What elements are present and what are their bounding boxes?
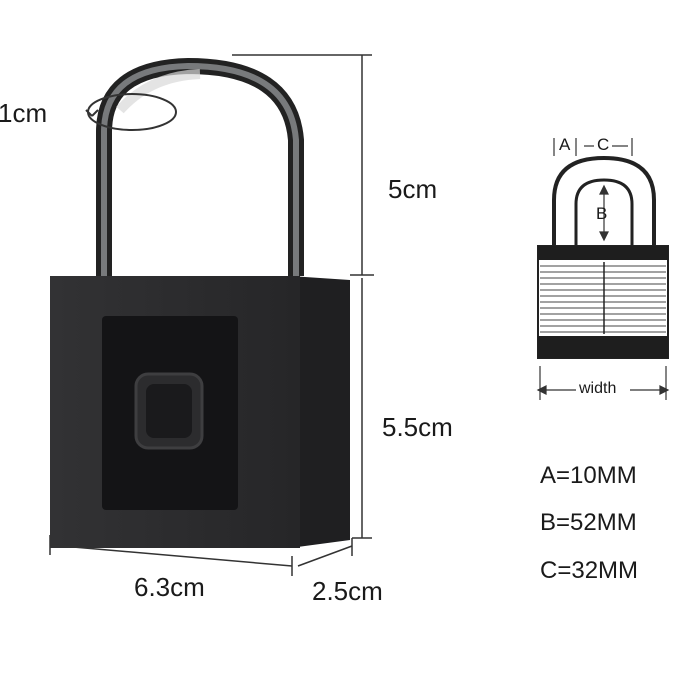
- body-width-label: 6.3cm: [134, 572, 205, 602]
- fingerprint-sensor-inner: [146, 384, 192, 438]
- shackle-height-label: 5cm: [388, 174, 438, 204]
- shackle: [96, 57, 304, 276]
- body-height-label: 5.5cm: [382, 412, 453, 442]
- dimension-lines: [49, 54, 374, 576]
- lock-body-side: [290, 276, 350, 548]
- schematic-label-b: B: [596, 204, 608, 223]
- spec-b: B=52MM: [540, 509, 637, 536]
- schematic-dimensions: [536, 138, 670, 400]
- shackle-thickness-label: 1cm: [0, 98, 48, 128]
- schematic-label-c: C: [597, 135, 610, 154]
- body-depth-label: 2.5cm: [312, 576, 383, 606]
- schematic-label-width: width: [579, 380, 617, 397]
- spec-a: A=10MM: [540, 462, 637, 489]
- schematic-lock: [537, 155, 669, 359]
- schematic-label-a: A: [559, 135, 571, 154]
- thickness-indicator: [85, 93, 177, 131]
- spec-c: C=32MM: [540, 557, 639, 584]
